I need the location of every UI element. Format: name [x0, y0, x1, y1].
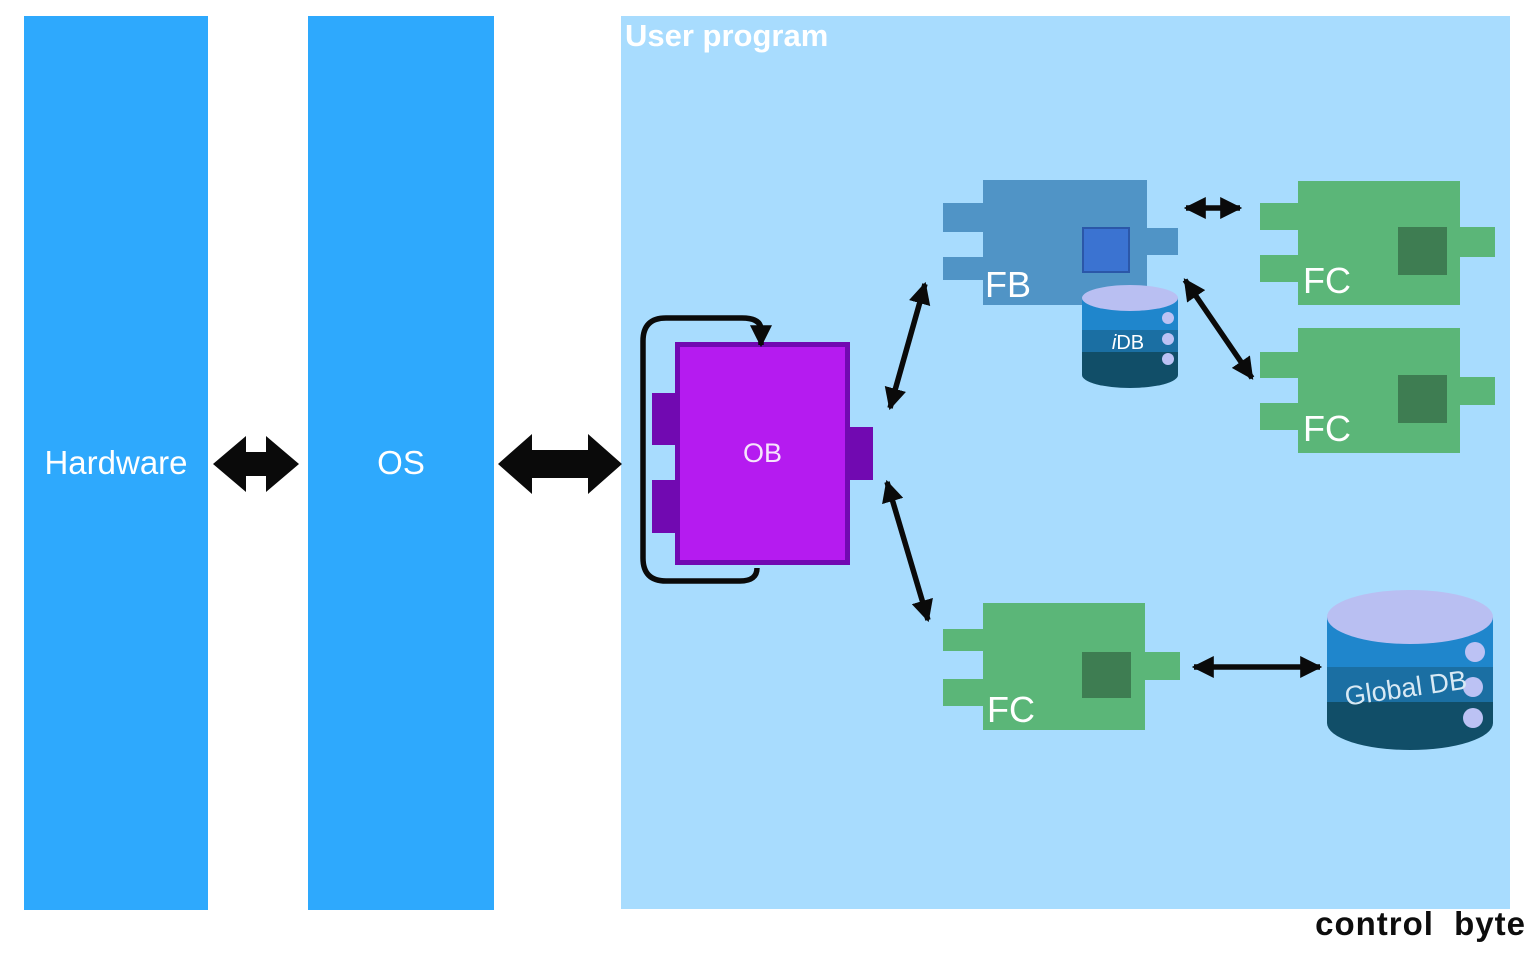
fc-bottom-left-tab-2	[943, 679, 985, 706]
fc-top-right-tab	[1460, 227, 1495, 257]
arrow-os-user-program	[498, 434, 622, 494]
os-layer: OS	[308, 16, 494, 910]
fc-bottom-label: FC	[987, 689, 1035, 730]
fc-bottom-right-tab	[1145, 652, 1180, 680]
idb-label: iDB	[1112, 332, 1144, 354]
idb-label-prefix: i	[1112, 332, 1117, 354]
user-program-label: User program	[625, 18, 829, 53]
global-db-top-ellipse	[1327, 590, 1493, 644]
fb-right-tab	[1147, 228, 1178, 255]
global-db-dot-1	[1465, 642, 1485, 662]
ob-right-tab	[849, 427, 873, 480]
idb-cylinder: iDB	[1082, 285, 1178, 388]
fc-top-left-tab-1	[1260, 203, 1300, 230]
idb-band-middle	[1082, 330, 1178, 352]
fc-top-inner-square	[1398, 227, 1447, 275]
ob-left-tab-2	[652, 480, 676, 533]
fc-bottom-left-tab-1	[943, 629, 985, 651]
ob-left-tab-1	[652, 393, 676, 445]
fc-top-label: FC	[1303, 260, 1351, 301]
fc-top-left-tab-2	[1260, 255, 1300, 282]
global-db-dot-3	[1463, 708, 1483, 728]
hardware-label: Hardware	[44, 444, 188, 481]
fb-left-tab-2	[943, 257, 985, 280]
global-db-dot-2	[1463, 677, 1483, 697]
control-byte-logo: control byte	[1315, 905, 1526, 942]
os-label: OS	[377, 444, 425, 481]
fc-middle-label: FC	[1303, 408, 1351, 449]
ob-block-body: OB	[675, 342, 850, 565]
idb-dot-3	[1162, 353, 1174, 365]
fc-middle-left-tab-1	[1260, 352, 1300, 378]
fc-middle-inner-square	[1398, 375, 1447, 423]
fb-block-label: FB	[985, 264, 1032, 305]
fc-middle-right-tab	[1460, 377, 1495, 405]
idb-label-suffix: DB	[1116, 332, 1144, 354]
ob-block-label: OB	[742, 438, 782, 468]
idb-dot-1	[1162, 312, 1174, 324]
fb-inner-square	[1082, 227, 1130, 273]
idb-top-ellipse	[1082, 285, 1178, 311]
global-db-cylinder: Global DB	[1327, 590, 1493, 750]
idb-band-bottom	[1082, 352, 1178, 375]
fc-bottom-inner-square	[1082, 652, 1131, 698]
idb-dot-2	[1162, 333, 1174, 345]
hardware-layer: Hardware	[24, 16, 208, 910]
fc-middle-left-tab-2	[1260, 403, 1300, 430]
fb-left-tab-1	[943, 203, 985, 232]
global-db-band-bottom	[1327, 702, 1493, 723]
arrow-hardware-os	[213, 436, 299, 492]
